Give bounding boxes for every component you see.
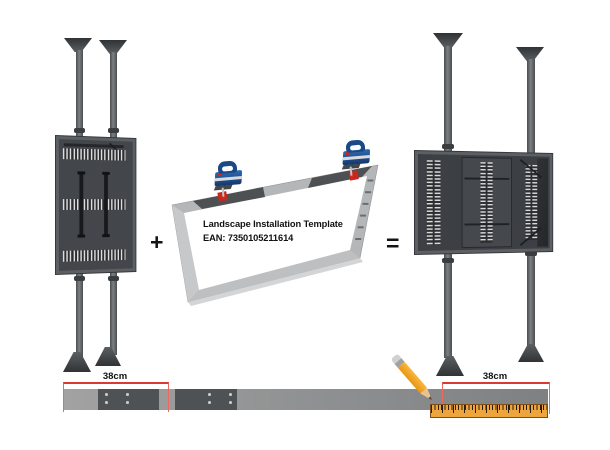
template-ean: EAN: 7350105211614 [203, 233, 294, 243]
plate-rail [464, 223, 510, 226]
vent-strip [62, 148, 126, 161]
rail-center-tab [159, 389, 175, 410]
side-wall [537, 158, 548, 247]
pole-collar [74, 276, 85, 281]
vent-strip [62, 249, 126, 262]
vent-strip [62, 199, 126, 210]
mounting-plate [461, 156, 512, 249]
floor-foot-icon [63, 352, 91, 372]
floor-foot-icon [95, 347, 121, 366]
pole-collar [108, 276, 119, 281]
pole-collar [442, 258, 454, 263]
floor-foot-icon [518, 344, 544, 362]
ruler-icon [430, 404, 548, 418]
jigsaw-tool-icon [338, 139, 377, 180]
display-back-portrait [56, 136, 136, 274]
plate-rail [464, 177, 510, 180]
template-title: Landscape Installation Template [203, 219, 343, 229]
vent-strip [480, 162, 493, 243]
dimension-right [442, 382, 550, 414]
dimension-label-right: 38cm [482, 371, 508, 382]
vent-strip [426, 160, 441, 245]
bracket-holes [105, 393, 108, 396]
equals-sign: = [386, 230, 400, 256]
dimension-left [63, 382, 169, 412]
pole-collar [74, 128, 85, 133]
mounting-rail [104, 173, 108, 236]
display-back-landscape [415, 151, 553, 254]
pole-collar [108, 128, 119, 133]
vent-strip [525, 164, 538, 241]
jigsaw-tool-icon [210, 160, 249, 201]
pole-collar [525, 251, 537, 256]
mounting-rail [79, 173, 84, 236]
plus-sign: + [150, 229, 164, 255]
pole-collar [442, 144, 454, 149]
template-frame-svg [171, 164, 379, 306]
dimension-label-left: 38cm [102, 371, 128, 382]
jigsaw-handle [217, 160, 238, 174]
